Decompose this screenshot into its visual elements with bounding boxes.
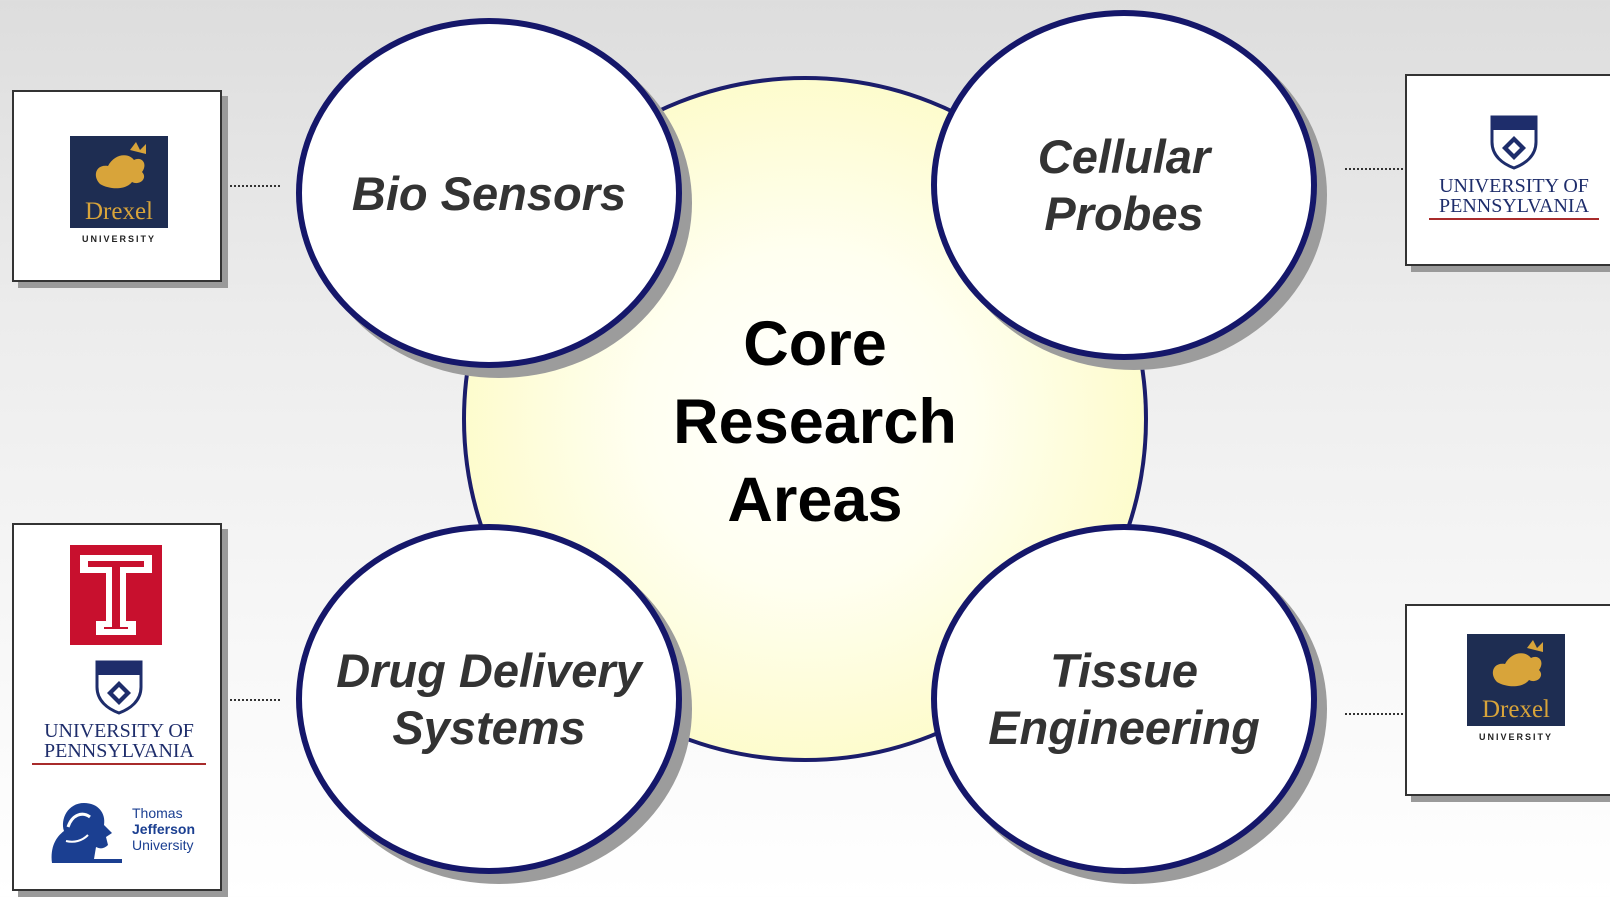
area-label-line-2: Systems [392, 701, 586, 754]
core-research-label: Core Research Areas [600, 305, 1030, 539]
jefferson-line-3: University [132, 837, 194, 853]
logo-box-tissue-engineering: Drexel UNIVERSITY [1405, 604, 1610, 796]
penn-logo: UNIVERSITY OF PENNSYLVANIA [32, 659, 206, 765]
area-label-line-2: Probes [1044, 187, 1204, 240]
drexel-subword: UNIVERSITY [1478, 732, 1553, 742]
center-label-line-3: Areas [727, 465, 903, 535]
area-label-line-1: Drug Delivery [336, 644, 642, 697]
jefferson-logo: Thomas Jefferson University [46, 797, 206, 867]
penn-line-1: UNIVERSITY OF [44, 720, 194, 742]
connector-drug-delivery [222, 699, 280, 701]
penn-shield-icon [95, 660, 143, 715]
logo-box-cellular-probes: UNIVERSITY OF PENNSYLVANIA [1405, 74, 1610, 266]
center-label-line-2: Research [673, 387, 957, 457]
logo-box-drug-delivery: UNIVERSITY OF PENNSYLVANIA Thomas Jeffer… [12, 523, 222, 891]
temple-t-icon [70, 545, 162, 645]
connector-bio-sensors [222, 185, 280, 187]
area-bio-sensors: Bio Sensors [296, 18, 682, 368]
area-label-line-2: Engineering [988, 701, 1260, 754]
penn-line-2: PENNSYLVANIA [1438, 195, 1590, 217]
penn-logo: UNIVERSITY OF PENNSYLVANIA [1429, 114, 1599, 220]
penn-shield-icon [1490, 115, 1538, 170]
logo-box-bio-sensors: Drexel UNIVERSITY [12, 90, 222, 282]
connector-cellular-probes [1345, 168, 1403, 170]
penn-rule [32, 763, 206, 765]
penn-line-1: UNIVERSITY OF [1439, 175, 1589, 197]
penn-line-2: PENNSYLVANIA [43, 740, 195, 762]
center-label-line-1: Core [743, 309, 887, 379]
area-label-line-1: Cellular [1037, 130, 1211, 183]
drexel-dragon-icon [1467, 634, 1565, 726]
area-tissue-engineering: Tissue Engineering [931, 524, 1317, 874]
jefferson-profile-icon [51, 803, 123, 863]
drexel-dragon-icon [70, 136, 168, 228]
area-label-line-1: Tissue [1049, 644, 1199, 697]
connector-tissue-engineering [1345, 713, 1403, 715]
jefferson-line-2: Jefferson [132, 821, 196, 837]
drexel-wordmark: Drexel [84, 198, 154, 225]
area-cellular-probes: Cellular Probes [931, 10, 1317, 360]
drexel-wordmark: Drexel [1481, 696, 1551, 723]
penn-rule [1429, 218, 1599, 220]
area-label-line-1: Bio Sensors [351, 166, 627, 220]
jefferson-line-1: Thomas [132, 805, 183, 821]
drexel-subword: UNIVERSITY [81, 234, 156, 244]
area-drug-delivery-systems: Drug Delivery Systems [296, 524, 682, 874]
